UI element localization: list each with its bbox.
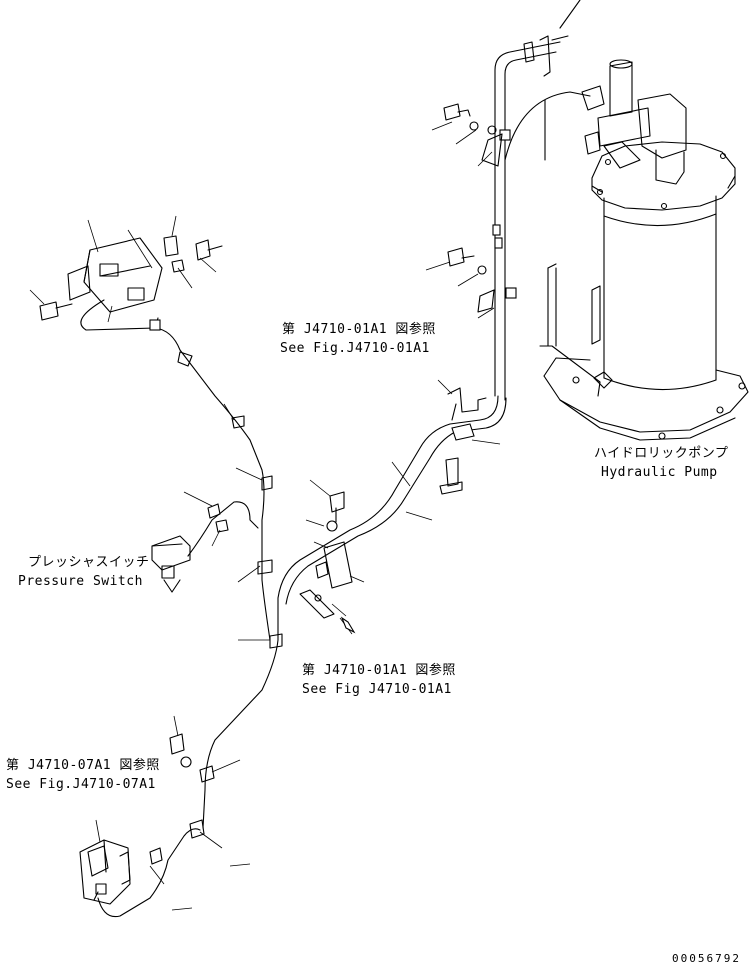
lower-component-drawing xyxy=(79,715,251,918)
hydraulic-pump-drawing xyxy=(539,59,749,441)
controller-harness xyxy=(29,215,283,649)
pump-label-en: Hydraulic Pump xyxy=(601,465,718,480)
ref-bottom-label-en: See Fig.J4710-07A1 xyxy=(6,777,156,792)
pressure-switch-label-ja: プレッシャスイッチ xyxy=(28,555,150,570)
ref-top-label-ja: 第 J4710-01A1 図参照 xyxy=(282,322,436,337)
ref-mid-label-en: See Fig J4710-01A1 xyxy=(302,682,452,697)
ref-bottom-label-ja: 第 J4710-07A1 図参照 xyxy=(6,758,160,773)
drawing-code: 00056792 xyxy=(672,952,741,965)
ref-mid-label-ja: 第 J4710-01A1 図参照 xyxy=(302,663,456,678)
pump-label-ja: ハイドロリックポンプ xyxy=(594,446,729,461)
ref-top-label-en: See Fig.J4710-01A1 xyxy=(280,341,430,356)
pressure-switch-label-en: Pressure Switch xyxy=(18,574,143,589)
pump-harness xyxy=(425,0,591,401)
pressure-switch-drawing xyxy=(151,491,259,593)
main-harness xyxy=(202,379,507,829)
